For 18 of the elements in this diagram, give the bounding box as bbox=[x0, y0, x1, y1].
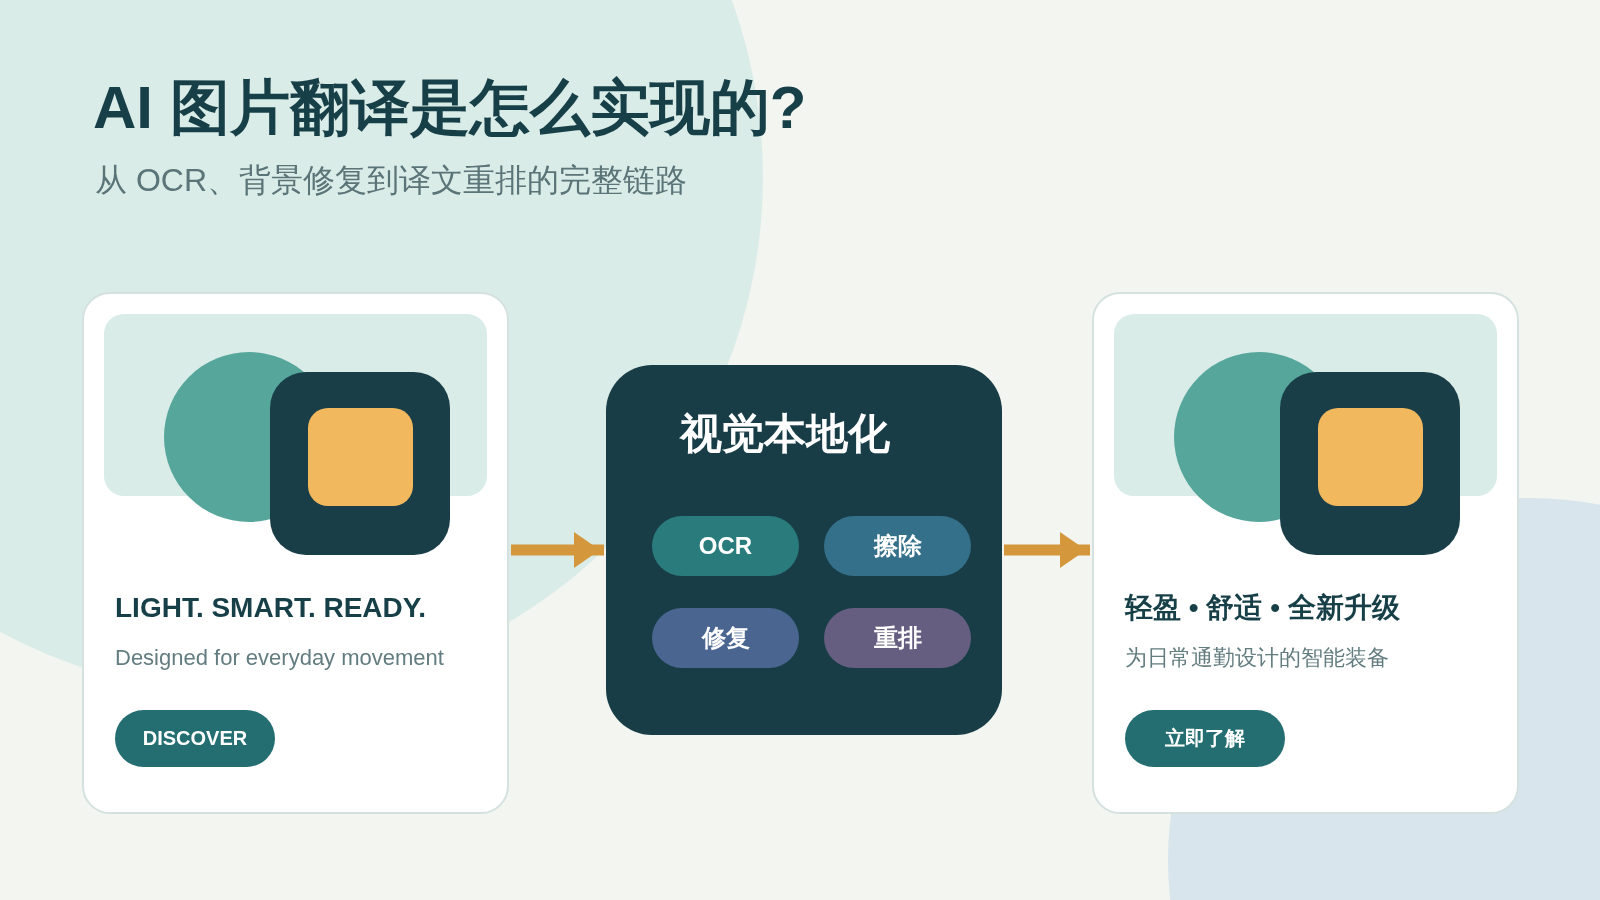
card-title: 视觉本地化 bbox=[680, 409, 890, 459]
step-tag: OCR bbox=[652, 516, 799, 576]
process-card bbox=[606, 365, 1002, 735]
page-title: AI 图片翻译是怎么实现的? bbox=[93, 73, 807, 143]
step-tag: 修复 bbox=[652, 608, 799, 668]
step-tag: 重排 bbox=[824, 608, 971, 668]
cta-button: DISCOVER bbox=[115, 710, 275, 767]
card-heading: LIGHT. SMART. READY. bbox=[115, 591, 427, 625]
card-heading: 轻盈 • 舒适 • 全新升级 bbox=[1125, 591, 1400, 625]
card-description: 为日常通勤设计的智能装备 bbox=[1125, 644, 1389, 672]
page-subtitle: 从 OCR、背景修复到译文重排的完整链路 bbox=[95, 161, 687, 200]
arrow bbox=[511, 532, 604, 568]
step-tag: 擦除 bbox=[824, 516, 971, 576]
product-card bbox=[1092, 292, 1519, 814]
product-card bbox=[82, 292, 509, 814]
cta-button: 立即了解 bbox=[1125, 710, 1285, 767]
card-description: Designed for everyday movement bbox=[115, 644, 444, 672]
arrow bbox=[1004, 532, 1090, 568]
